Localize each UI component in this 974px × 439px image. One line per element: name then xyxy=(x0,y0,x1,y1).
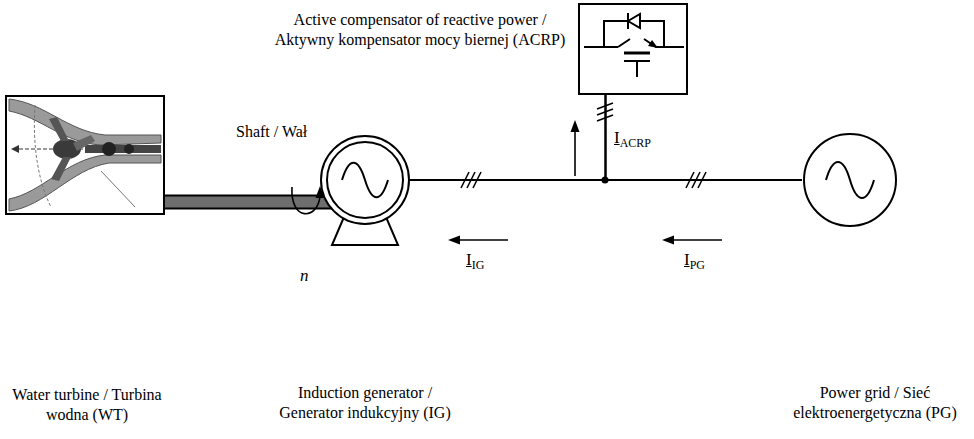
current-subscript: PG xyxy=(690,258,705,272)
diode-symbol xyxy=(627,13,629,29)
power-line xyxy=(410,95,606,180)
three-phase-mark xyxy=(686,172,706,188)
current-arrow xyxy=(448,236,508,245)
grid-circle xyxy=(804,134,896,226)
current-arrow xyxy=(571,120,580,176)
turbine-blade xyxy=(51,157,71,181)
turbine-blade xyxy=(73,135,95,151)
three-phase-mark xyxy=(461,172,481,188)
power-line-path xyxy=(410,95,606,180)
generator-circle xyxy=(321,136,409,224)
current-symbol: I xyxy=(466,250,472,269)
component-label: Active compensator of reactive power / A… xyxy=(268,10,572,50)
component-label: Induction generator / Generator indukcyj… xyxy=(275,383,455,423)
turbine-bearing xyxy=(124,144,134,154)
current-label: IPG xyxy=(684,250,705,270)
rotation-arrow xyxy=(292,186,325,214)
current-label: IIG xyxy=(466,250,484,270)
component-symbol xyxy=(5,95,165,215)
component-label: Water turbine / Turbina wodna (WT) xyxy=(12,385,162,425)
junction-dot xyxy=(602,177,609,184)
generator-circle xyxy=(327,142,403,218)
current-subscript: IG xyxy=(472,258,485,272)
igbt-symbol xyxy=(624,52,650,55)
shaft-body xyxy=(165,197,332,208)
power-line-path xyxy=(606,95,803,180)
power-line xyxy=(606,95,803,180)
current-symbol: I xyxy=(684,250,690,269)
shaft-outline xyxy=(165,195,332,210)
current-arrow xyxy=(662,236,722,245)
component-label: Power grid / Sieć elektroenergetyczna (P… xyxy=(785,383,965,423)
turbine-guide xyxy=(34,105,51,207)
component-box: Induction generator / Generator indukcyj… xyxy=(320,135,410,225)
component-box: Water turbine / Turbina wodna (WT) xyxy=(5,95,165,215)
component-symbol xyxy=(802,132,898,228)
sine-symbol xyxy=(826,162,874,198)
turbine-bearing xyxy=(102,142,116,156)
component-box: Power grid / Sieć elektroenergetyczna (P… xyxy=(802,132,898,228)
diode-symbol xyxy=(628,14,640,28)
speed-label: n xyxy=(300,266,309,286)
three-phase-mark xyxy=(597,103,613,121)
igbt-symbol xyxy=(636,61,638,77)
shaft-connector xyxy=(165,202,332,203)
flow-arrow xyxy=(11,145,19,153)
current-symbol: I xyxy=(614,128,620,147)
igbt-arrow xyxy=(648,40,658,48)
component-box: Active compensator of reactive power / A… xyxy=(578,3,688,95)
turbine-guide xyxy=(101,171,135,207)
igbt-symbol xyxy=(584,39,684,47)
current-subscript: ACRP xyxy=(620,136,651,150)
component-symbol xyxy=(320,135,410,247)
sine-symbol xyxy=(342,163,388,198)
turbine-shaft xyxy=(85,145,161,153)
turbine-blade xyxy=(49,117,69,141)
component-symbol xyxy=(578,3,688,95)
current-label: IACRP xyxy=(614,128,651,148)
edge-label: Shaft / Wał xyxy=(236,122,307,142)
turbine-housing xyxy=(9,155,161,211)
